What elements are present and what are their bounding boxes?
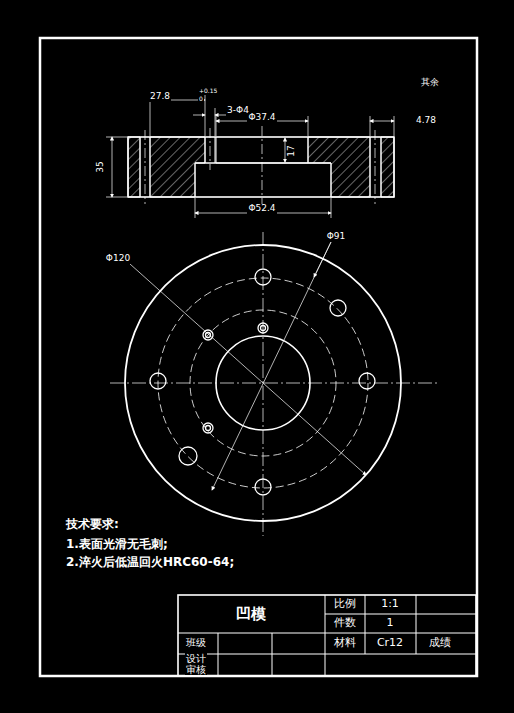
dimension: 3-Φ4 bbox=[226, 106, 250, 116]
tolerance: 0 bbox=[198, 96, 204, 103]
table-cell: 1:1 bbox=[380, 598, 400, 610]
dimension: Φ52.4 bbox=[247, 204, 276, 214]
table-cell: 件数 bbox=[333, 617, 357, 629]
table-cell: 班级 bbox=[185, 637, 207, 648]
table-cell: 设计 bbox=[185, 653, 207, 664]
dimension: 27.8 bbox=[149, 92, 171, 102]
requirement-note: 1.表面光滑无毛刺; bbox=[65, 538, 169, 551]
table-cell: 成绩 bbox=[428, 637, 452, 649]
table-cell: 比例 bbox=[333, 598, 357, 610]
dimension: 35 bbox=[96, 160, 106, 173]
dimension: Φ91 bbox=[326, 232, 347, 242]
requirement-note: 2.淬火后低温回火HRC60-64; bbox=[65, 556, 235, 569]
dimension: Φ37.4 bbox=[247, 113, 276, 123]
table-cell: Cr12 bbox=[376, 637, 404, 649]
table-cell: 审核 bbox=[185, 664, 207, 675]
tolerance: +0.15 bbox=[198, 88, 218, 95]
requirement-title: 技术要求: bbox=[65, 518, 120, 531]
dimension: 4.78 bbox=[415, 116, 437, 126]
dimension: 17 bbox=[287, 144, 297, 157]
table-cell: 材料 bbox=[333, 637, 357, 649]
dimension: Φ120 bbox=[105, 254, 131, 264]
roughness-note: 其余 bbox=[420, 78, 440, 88]
part-name: 凹模 bbox=[235, 606, 267, 623]
table-cell: 1 bbox=[386, 617, 395, 629]
